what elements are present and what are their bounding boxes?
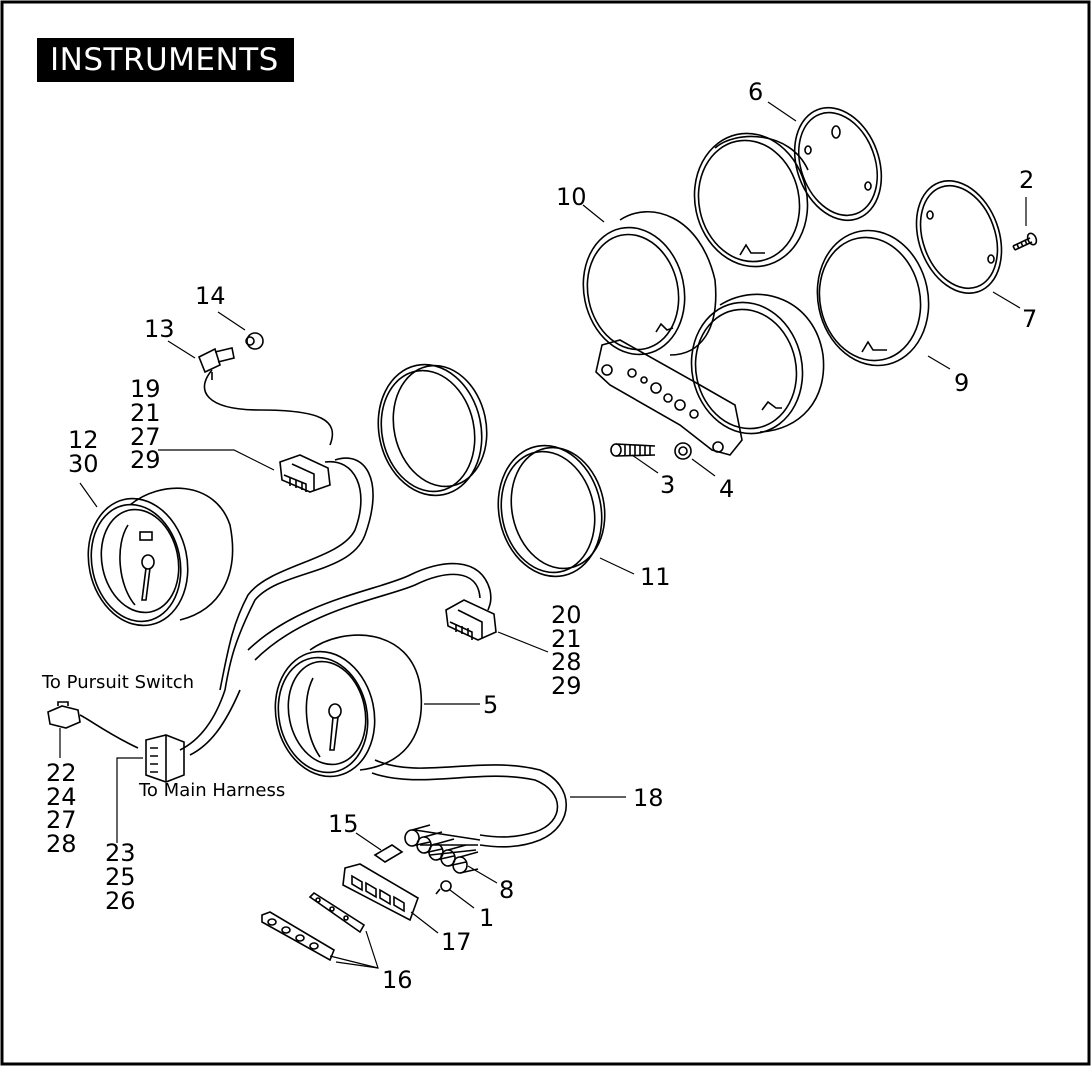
grommet-14 [245,332,264,350]
callout-9: 9 [954,369,969,397]
callout-group-12-line2: 30 [68,450,99,478]
callout-group-22-line1: 22 [46,759,77,787]
callout-group-22-line3: 27 [46,806,77,834]
callout-group-19-line4: 29 [130,446,161,474]
ring-rear [377,363,488,497]
cup-upper-right [816,229,930,367]
main-harness-connector [145,734,185,783]
callout-13: 13 [144,315,175,343]
callout-1: 1 [479,904,494,932]
bracket [595,339,743,456]
callout-8: 8 [499,876,514,904]
callout-group-22-line2: 24 [46,783,77,811]
callout-group-19-line3: 27 [130,423,161,451]
callout-group-19-line1: 19 [130,375,161,403]
leader-lines [59,101,1027,969]
screw-2 [1012,232,1038,251]
callout-group-19-line2: 21 [130,399,161,427]
note-pursuit-switch: To Pursuit Switch [41,672,194,693]
pursuit-connector [47,701,81,729]
callout-7: 7 [1022,305,1037,333]
page-title: INSTRUMENTS [37,38,294,82]
callout-16: 16 [382,966,413,994]
housing-17 [342,863,419,922]
lens-strip-16 [261,891,366,962]
callout-group-23-line3: 26 [105,887,136,915]
callout-3: 3 [660,471,675,499]
callout-18: 18 [633,784,664,812]
callout-group-22-line4: 28 [46,830,77,858]
callout-2: 2 [1019,166,1034,194]
callout-10: 10 [556,183,587,211]
callout-group-20-line4: 29 [551,672,582,700]
ring-11 [497,444,606,578]
bulb-socket-13 [197,347,235,380]
lens-7 [915,180,1003,294]
washer-4 [674,442,692,460]
cup-lower [690,293,825,435]
callout-15: 15 [328,810,359,838]
callout-5: 5 [483,691,498,719]
callout-group-23-line1: 23 [105,839,136,867]
callout-17: 17 [441,928,472,956]
wiring-harness [79,369,567,856]
bulb-sockets-8 [404,824,479,874]
callout-11: 11 [640,563,671,591]
connector-19 [279,454,331,493]
screw-3 [610,443,656,457]
gauge-12 [87,487,234,627]
cup-upper-left [693,132,809,268]
callout-14: 14 [195,282,226,310]
callout-group-20-line3: 28 [551,648,582,676]
screw-1 [435,880,452,895]
note-main-harness: To Main Harness [138,780,285,801]
connector-20 [445,599,497,641]
gauge-5 [274,634,423,778]
bulb-15 [373,844,404,863]
callout-group-23-line2: 25 [105,863,136,891]
callout-4: 4 [719,475,734,503]
callout-6: 6 [748,78,763,106]
lens-6 [793,106,883,222]
callout-group-20-line1: 20 [551,601,582,629]
cup-10 [582,211,717,356]
callout-group-20-line2: 21 [551,625,582,653]
callout-group-12-line1: 12 [68,426,99,454]
